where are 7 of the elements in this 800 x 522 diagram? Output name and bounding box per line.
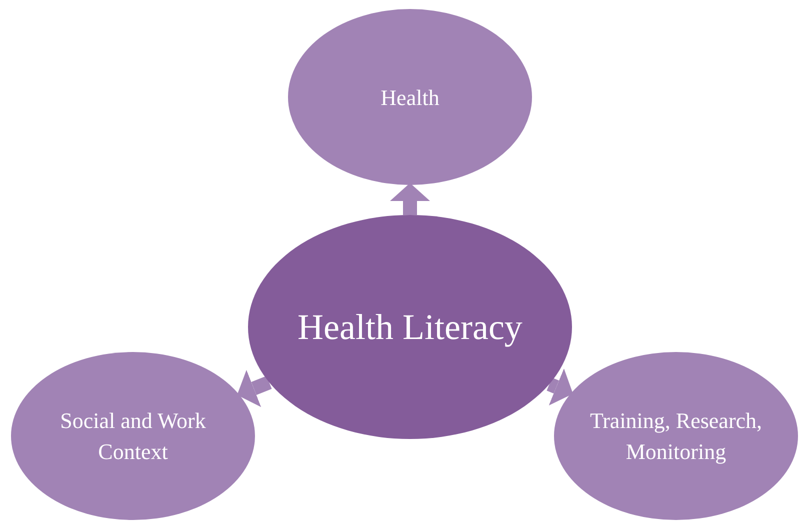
- block-arrow: [390, 183, 430, 215]
- node-label: Social and Work Context: [59, 407, 207, 466]
- block-arrow: [546, 368, 574, 406]
- node-label: Health: [380, 84, 440, 112]
- block-arrow: [237, 370, 272, 408]
- node-label: Health Literacy: [298, 306, 522, 349]
- node-label: Training, Research, Monitoring: [588, 407, 764, 466]
